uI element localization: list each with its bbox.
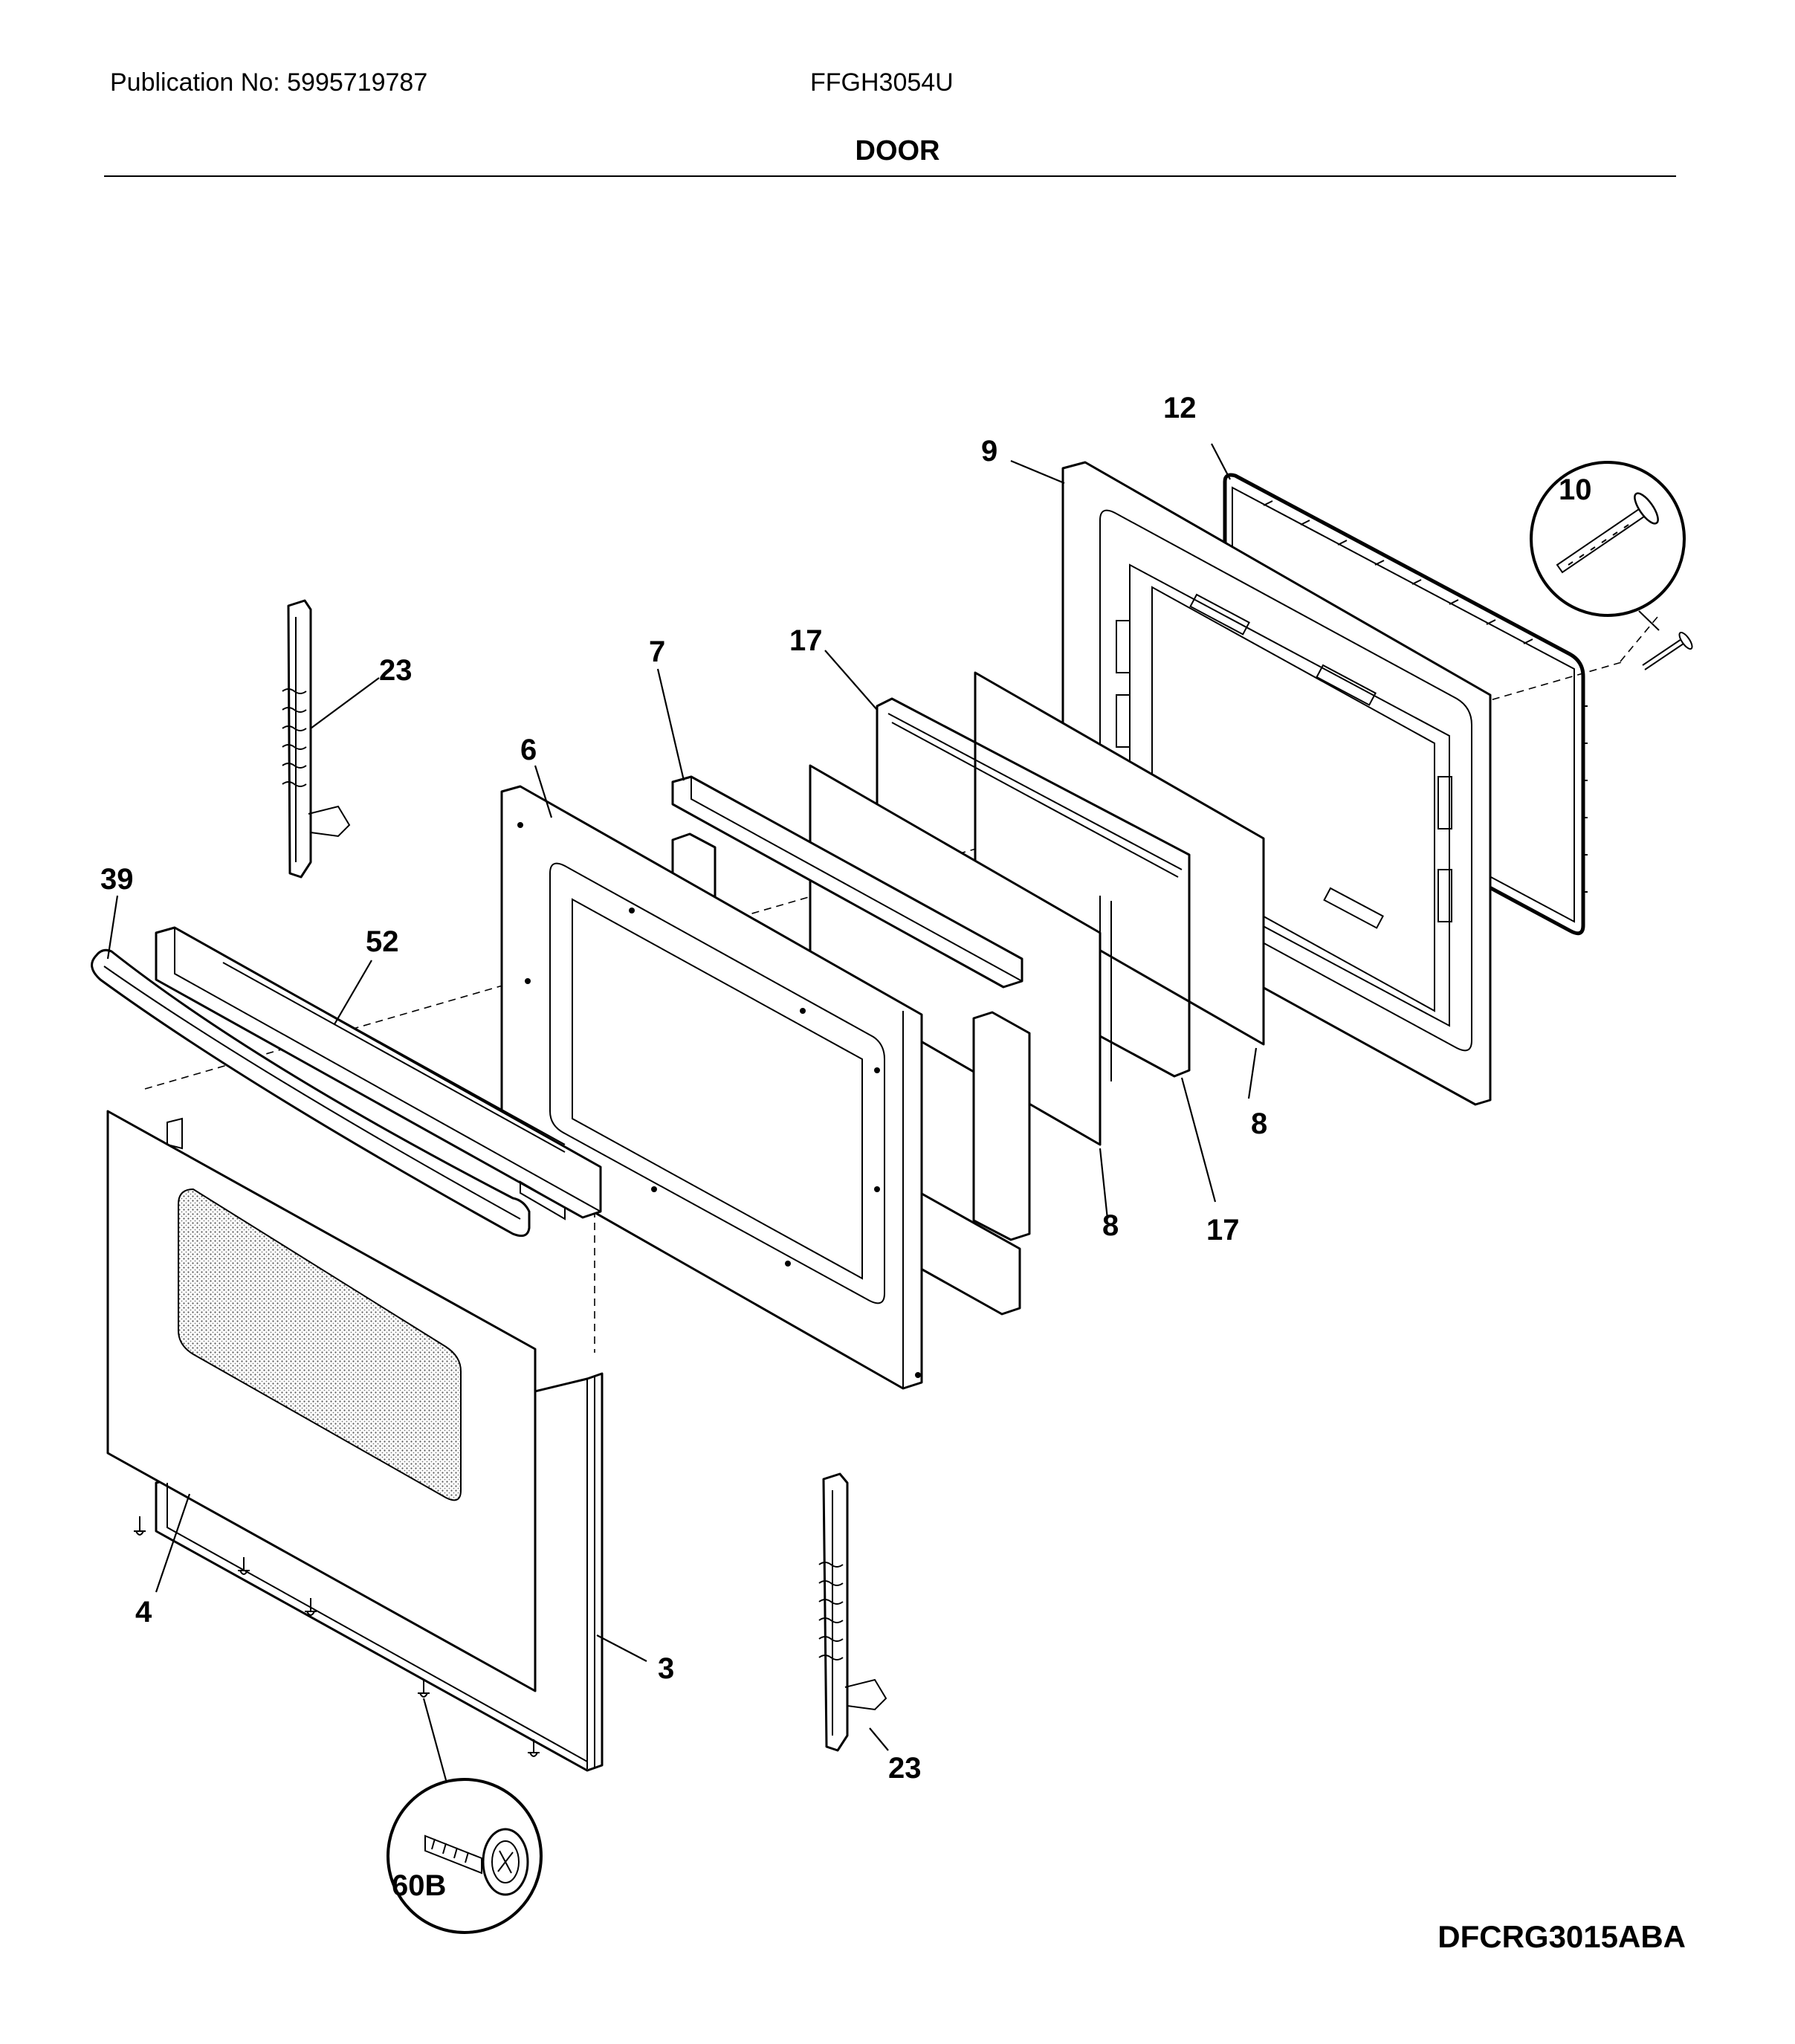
- part-8-rear-glass: [974, 671, 1265, 1046]
- callout-17-bottom: 17: [1206, 1214, 1240, 1246]
- callout-labels: 9 12 10 17 7 6 23 39 52 8 17 8 4 3 23 60…: [100, 392, 1592, 1902]
- callout-39: 39: [100, 863, 134, 896]
- window-glass-area: [178, 1189, 461, 1501]
- callout-10: 10: [1559, 473, 1592, 506]
- part-60b-screw-detail: [387, 1778, 543, 1934]
- assembly-axis: [144, 616, 1658, 1353]
- part-23-hinge-lower: [818, 1472, 887, 1752]
- part-10-screw-detail: [1530, 461, 1693, 670]
- callout-52: 52: [366, 925, 399, 958]
- callout-60b: 60B: [392, 1869, 446, 1902]
- part-23-hinge-upper: [282, 599, 351, 879]
- header-divider: [104, 175, 1676, 177]
- callout-6: 6: [520, 734, 537, 766]
- callout-8-right: 8: [1251, 1107, 1267, 1140]
- callout-9: 9: [981, 435, 997, 468]
- callout-8-lower: 8: [1102, 1209, 1119, 1242]
- callout-4: 4: [135, 1596, 152, 1629]
- callout-12: 12: [1163, 392, 1197, 424]
- publication-number: Publication No: 5995719787: [110, 68, 428, 97]
- diagram-code: DFCRG3015ABA: [1437, 1919, 1686, 1954]
- callout-23-top: 23: [379, 654, 413, 687]
- callout-23-bottom: 23: [888, 1752, 922, 1785]
- model-number: FFGH3054U: [810, 68, 954, 97]
- callout-7: 7: [649, 635, 665, 668]
- part-52-vent-trim: [155, 926, 602, 1220]
- callout-3: 3: [658, 1652, 674, 1685]
- part-3-outer-door: [106, 1110, 604, 1772]
- leader-lines: [106, 443, 1258, 1781]
- part-39-handle: [91, 948, 531, 1238]
- screws-60b: [134, 1516, 540, 1757]
- section-title: DOOR: [855, 135, 940, 166]
- callout-17-top: 17: [789, 624, 823, 657]
